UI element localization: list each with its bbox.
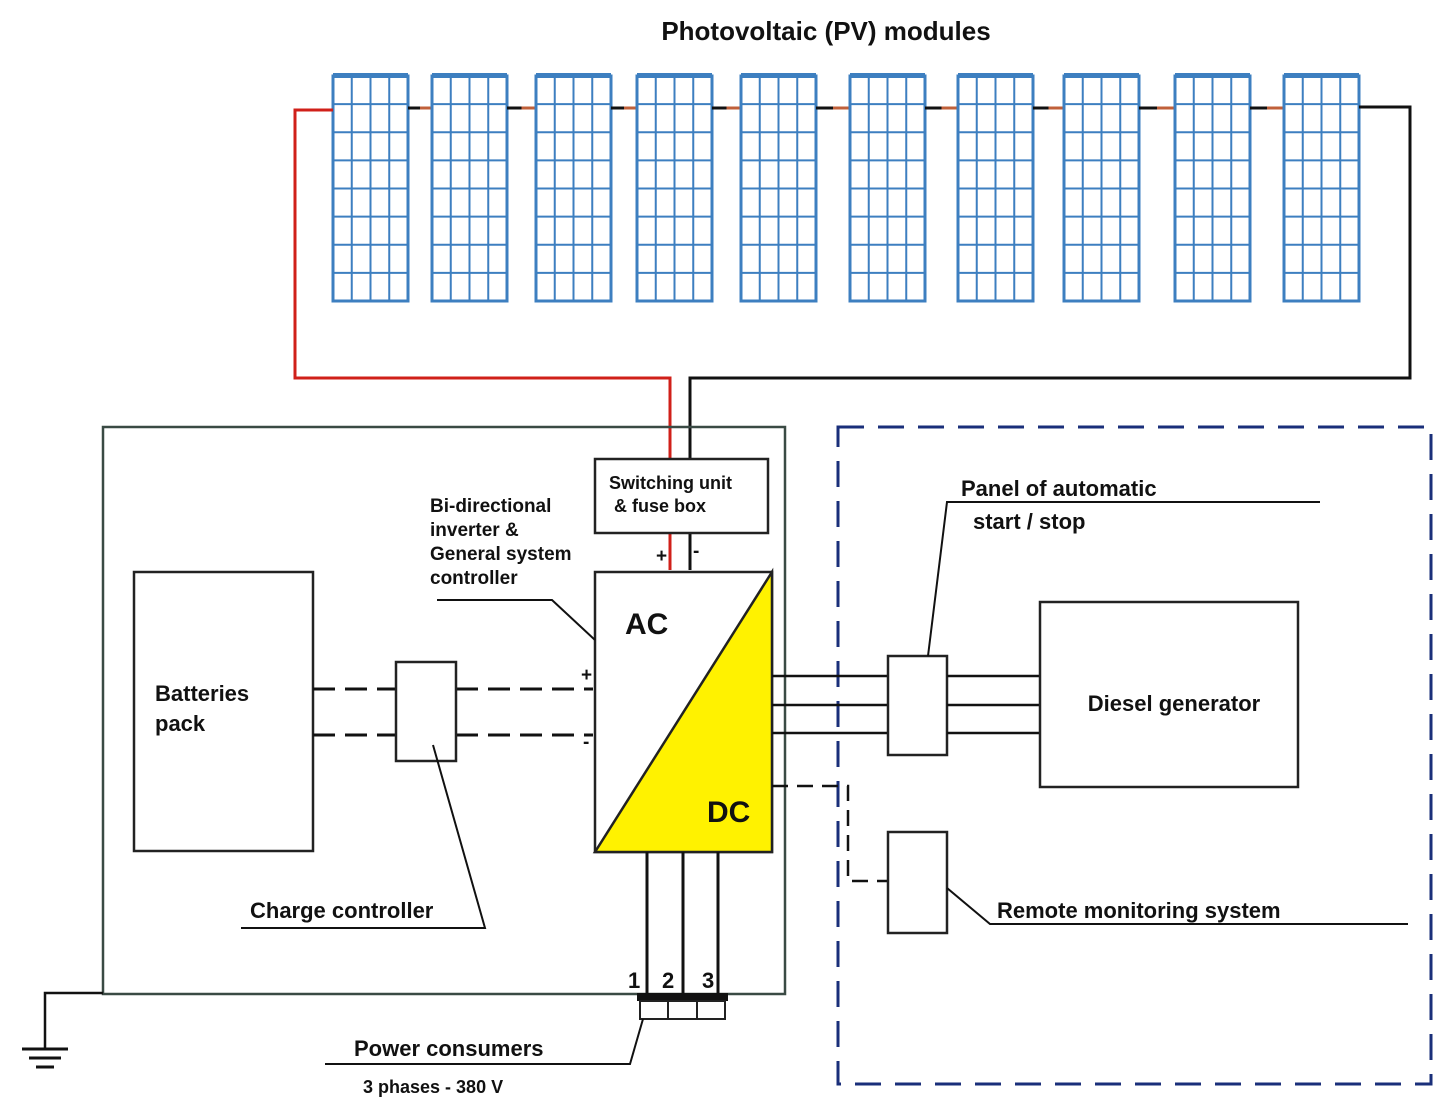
- inverter-label-4: controller: [430, 568, 518, 589]
- switching-unit-label-2: & fuse box: [614, 496, 706, 516]
- switching-unit-box: [593, 457, 770, 535]
- battery-minus-terminal: -: [583, 732, 589, 753]
- terminal-block-bar: [637, 993, 728, 1001]
- pv-module: [848, 73, 927, 303]
- inverter-label-2: inverter &: [430, 520, 519, 541]
- switching-unit-label-1: Switching unit: [609, 473, 732, 493]
- ground-wire: [43, 991, 103, 1049]
- positive-string-wire: [293, 108, 672, 570]
- auto-start-panel-callout-line: [927, 501, 1320, 657]
- main-enclosure: [101, 425, 787, 996]
- pv-module: [1062, 73, 1141, 303]
- inverter-ac-label: AC: [625, 608, 668, 641]
- phase-1-label: 1: [628, 968, 640, 993]
- terminal-block: [639, 1000, 726, 1020]
- negative-string-wire: [688, 105, 1412, 570]
- power-consumers-callout-line: [325, 1018, 644, 1065]
- batteries-label-2: pack: [155, 711, 206, 736]
- generator-enclosure: [836, 425, 1433, 1086]
- inverter-minus-terminal: -: [693, 541, 699, 562]
- remote-monitoring-callout-line: [946, 887, 1408, 925]
- pv-module-array: [331, 73, 1361, 303]
- phases-spec-label: 3 phases - 380 V: [363, 1077, 503, 1097]
- diesel-generator-label: Diesel generator: [1088, 691, 1261, 716]
- pv-module: [534, 73, 613, 303]
- phase-2-label: 2: [662, 968, 674, 993]
- pv-module: [635, 73, 714, 303]
- batteries-pack-box: [132, 570, 315, 853]
- inverter-label-3: General system: [430, 544, 572, 565]
- power-consumers-label: Power consumers: [354, 1036, 544, 1061]
- battery-plus-terminal: +: [581, 665, 592, 686]
- auto-start-panel-box: [886, 654, 949, 757]
- pv-module: [956, 73, 1035, 303]
- auto-start-panel-label-1: Panel of automatic: [961, 476, 1157, 501]
- inverter-dc-label: DC: [707, 796, 750, 829]
- auto-start-panel-label-2: start / stop: [973, 509, 1085, 534]
- remote-monitoring-label: Remote monitoring system: [997, 898, 1281, 923]
- pv-module: [1282, 73, 1361, 303]
- monitoring-data-link: [772, 784, 888, 883]
- pv-module: [430, 73, 509, 303]
- inverter-plus-terminal: +: [656, 546, 667, 567]
- diagram-title: Photovoltaic (PV) modules: [661, 16, 990, 46]
- pv-module: [1173, 73, 1252, 303]
- charge-controller-box: [394, 660, 458, 763]
- phase-3-label: 3: [702, 968, 714, 993]
- charge-controller-label: Charge controller: [250, 898, 434, 923]
- batteries-label-1: Batteries: [155, 681, 249, 706]
- charge-controller-callout-line: [241, 744, 487, 929]
- remote-monitoring-box: [886, 830, 949, 935]
- pv-module: [739, 73, 818, 303]
- inverter-label-1: Bi-directional: [430, 496, 551, 517]
- diesel-generator-box: [1038, 600, 1300, 789]
- pv-module: [331, 73, 410, 303]
- ground-symbol-icon: [22, 1047, 68, 1069]
- inverter-callout-line: [437, 599, 596, 641]
